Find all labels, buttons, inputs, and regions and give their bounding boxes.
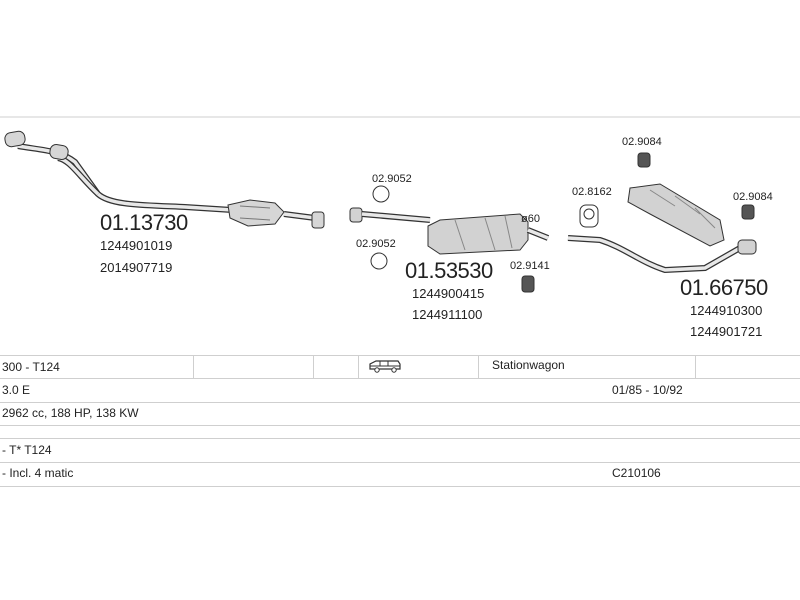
front-pipe-drawing bbox=[4, 130, 325, 229]
code-cell: C210106 bbox=[612, 466, 661, 480]
front-pipe-part-number[interactable]: 01.13730 bbox=[100, 210, 188, 235]
center-silencer-drawing bbox=[349, 185, 550, 293]
note-cell-1: - T* T124 bbox=[2, 443, 52, 457]
front-pipe-oem-2: 2014907719 bbox=[100, 260, 173, 275]
hanger-top-part-number[interactable]: 02.9084 bbox=[622, 136, 662, 148]
body-type-cell: Stationwagon bbox=[492, 358, 565, 372]
note-cell-2: - Incl. 4 matic bbox=[2, 466, 74, 480]
center-silencer-part-number[interactable]: 01.53530 bbox=[405, 258, 493, 283]
rear-silencer-oem-1: 1244910300 bbox=[690, 303, 763, 318]
model-cell: 300 - T124 bbox=[2, 360, 60, 374]
rear-silencer-part-number[interactable]: 01.66750 bbox=[680, 275, 768, 300]
front-pipe-oem-1: 1244901019 bbox=[100, 238, 173, 253]
rubber-mount-part-number[interactable]: 02.8162 bbox=[572, 186, 612, 198]
gasket-top-part-number[interactable]: 02.9052 bbox=[372, 173, 412, 185]
spec-cell: 2962 cc, 188 HP, 138 KW bbox=[2, 406, 139, 420]
center-silencer-oem-1: 1244900415 bbox=[412, 286, 485, 301]
years-cell: 01/85 - 10/92 bbox=[612, 383, 683, 397]
center-silencer-oem-2: 1244911100 bbox=[412, 307, 483, 322]
station-wagon-icon bbox=[368, 358, 402, 377]
clamp-part-number[interactable]: 02.9141 bbox=[510, 260, 550, 272]
diameter-label: ø60 bbox=[521, 213, 540, 225]
gasket-bottom-part-number[interactable]: 02.9052 bbox=[356, 238, 396, 250]
hanger-right-part-number[interactable]: 02.9084 bbox=[733, 191, 773, 203]
rear-silencer-oem-2: 1244901721 bbox=[690, 324, 763, 339]
rear-silencer-drawing bbox=[567, 152, 757, 274]
engine-cell: 3.0 E bbox=[2, 383, 31, 397]
